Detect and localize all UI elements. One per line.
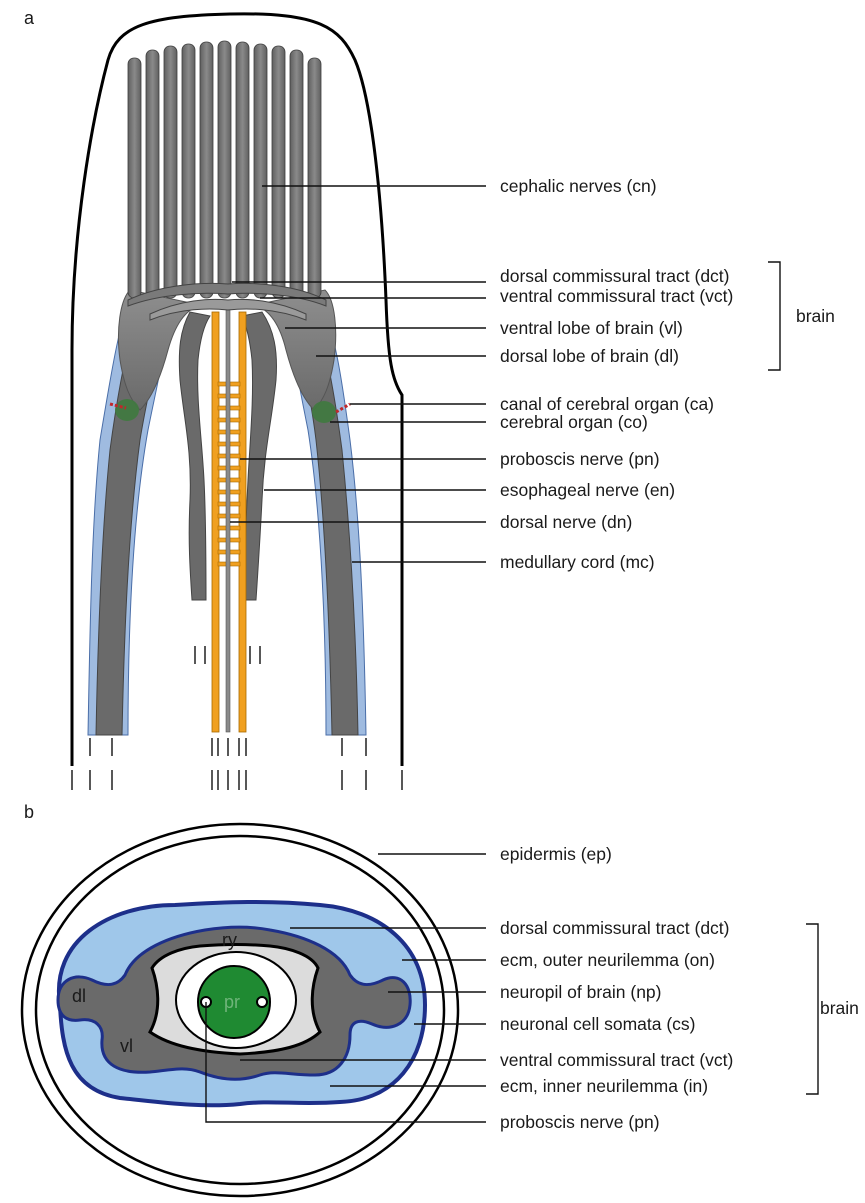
label-dorsal-nerve: dorsal nerve (dn) <box>500 512 632 532</box>
label-medullary-cord: medullary cord (mc) <box>500 552 655 572</box>
label-vl-inner: vl <box>120 1036 133 1056</box>
right-cerebral-organ <box>312 401 336 423</box>
label-dorsal-commissural-tract-b: dorsal commissural tract (dct) <box>500 918 730 938</box>
panel-a-labels: cephalic nerves (cn) dorsal commissural … <box>500 176 835 572</box>
label-dl-inner: dl <box>72 986 86 1006</box>
left-cerebral-organ <box>115 399 139 421</box>
label-esophageal-nerve: esophageal nerve (en) <box>500 480 675 500</box>
label-pr-inner: pr <box>224 992 240 1012</box>
label-inner-neurilemma: ecm, inner neurilemma (in) <box>500 1076 708 1096</box>
label-brain-bracket-b: brain <box>820 998 859 1018</box>
proboscis-nerve-right <box>257 997 267 1007</box>
label-neuronal-cell-somata: neuronal cell somata (cs) <box>500 1014 696 1034</box>
label-cerebral-organ: cerebral organ (co) <box>500 412 648 432</box>
label-dorsal-commissural-tract: dorsal commissural tract (dct) <box>500 266 730 286</box>
label-neuropil: neuropil of brain (np) <box>500 982 661 1002</box>
label-canal-cerebral-organ: canal of cerebral organ (ca) <box>500 394 714 414</box>
label-proboscis-nerve: proboscis nerve (pn) <box>500 449 660 469</box>
label-dorsal-lobe: dorsal lobe of brain (dl) <box>500 346 679 366</box>
cephalic-nerves <box>128 41 321 298</box>
label-ventral-lobe: ventral lobe of brain (vl) <box>500 318 683 338</box>
panel-b-label: b <box>24 802 34 822</box>
label-outer-neurilemma: ecm, outer neurilemma (on) <box>500 950 715 970</box>
label-ventral-commissural-tract: ventral commissural tract (vct) <box>500 286 733 306</box>
label-ventral-commissural-tract-b: ventral commissural tract (vct) <box>500 1050 733 1070</box>
label-ry-inner: ry <box>222 930 237 950</box>
label-proboscis-nerve-b: proboscis nerve (pn) <box>500 1112 660 1132</box>
dorsal-nerve <box>226 300 230 732</box>
panel-b-labels: epidermis (ep) dorsal commissural tract … <box>500 844 859 1132</box>
label-epidermis: epidermis (ep) <box>500 844 612 864</box>
label-cephalic-nerves: cephalic nerves (cn) <box>500 176 657 196</box>
panel-a-label: a <box>24 8 35 28</box>
left-proboscis-nerve <box>212 312 219 732</box>
label-brain-bracket-a: brain <box>796 306 835 326</box>
